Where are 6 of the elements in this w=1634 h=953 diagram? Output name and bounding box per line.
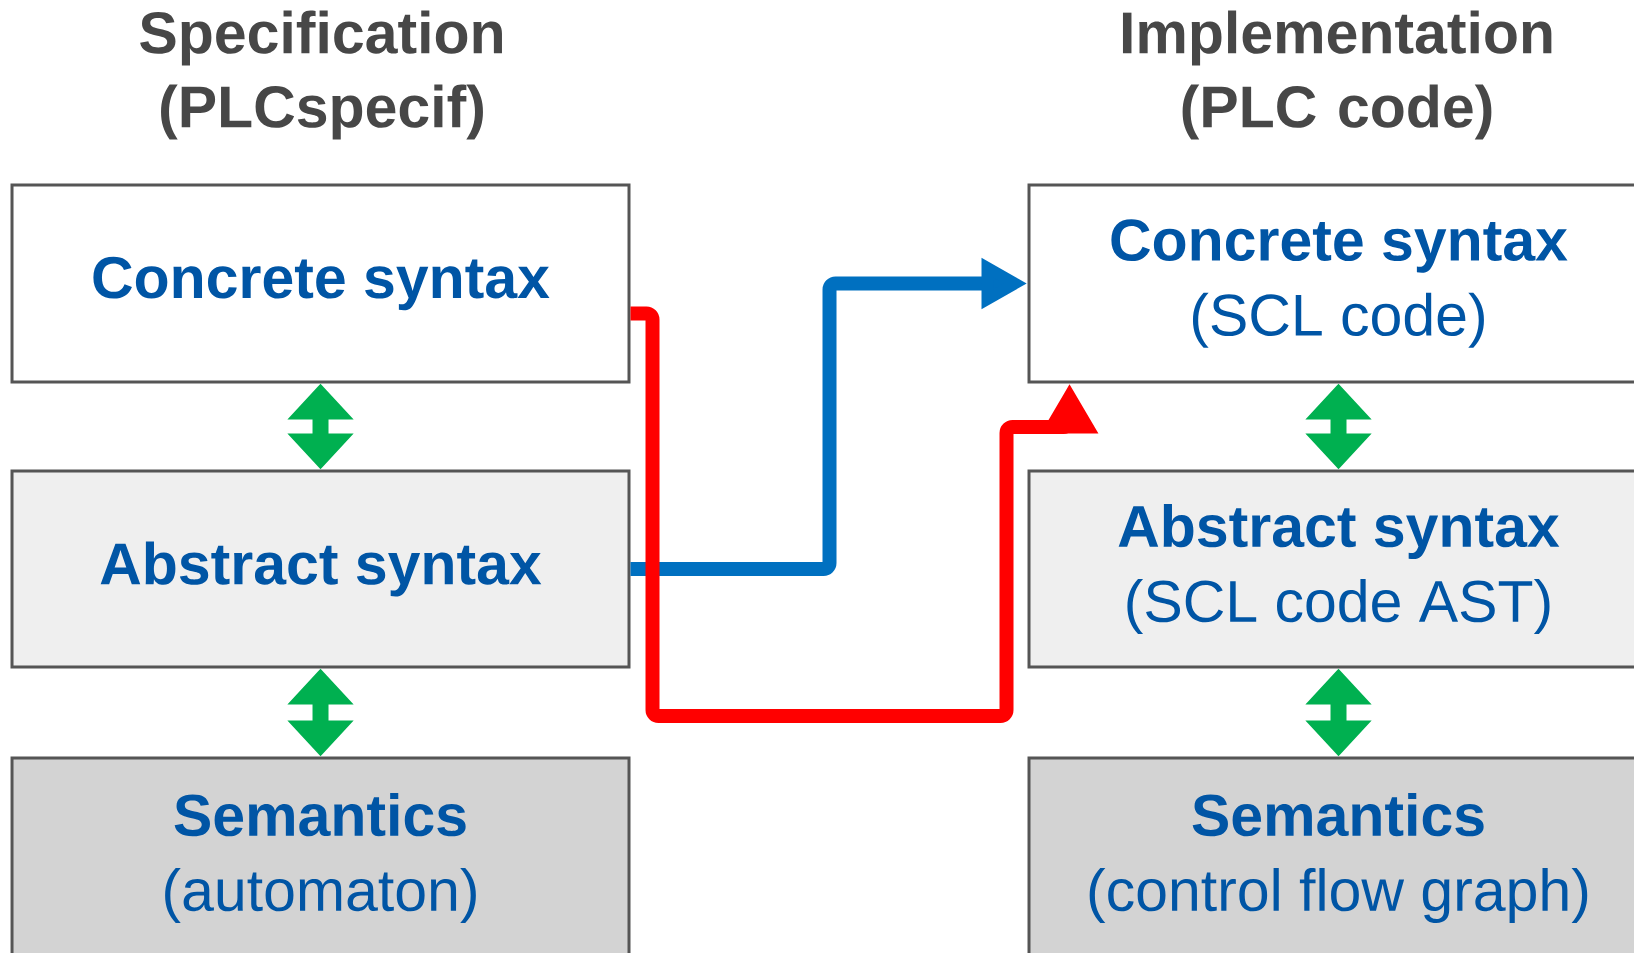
syntax-box: Abstract syntax [10, 469, 631, 669]
syntax-box: Semantics (automaton) [10, 756, 631, 953]
syntax-box: Concrete syntax [10, 183, 631, 384]
syntax-box: Abstract syntax (SCL code AST) [1027, 469, 1634, 669]
syntax-box: Semantics (control flow graph) [1027, 756, 1634, 953]
syntax-box: Concrete syntax (SCL code) [1027, 183, 1634, 384]
